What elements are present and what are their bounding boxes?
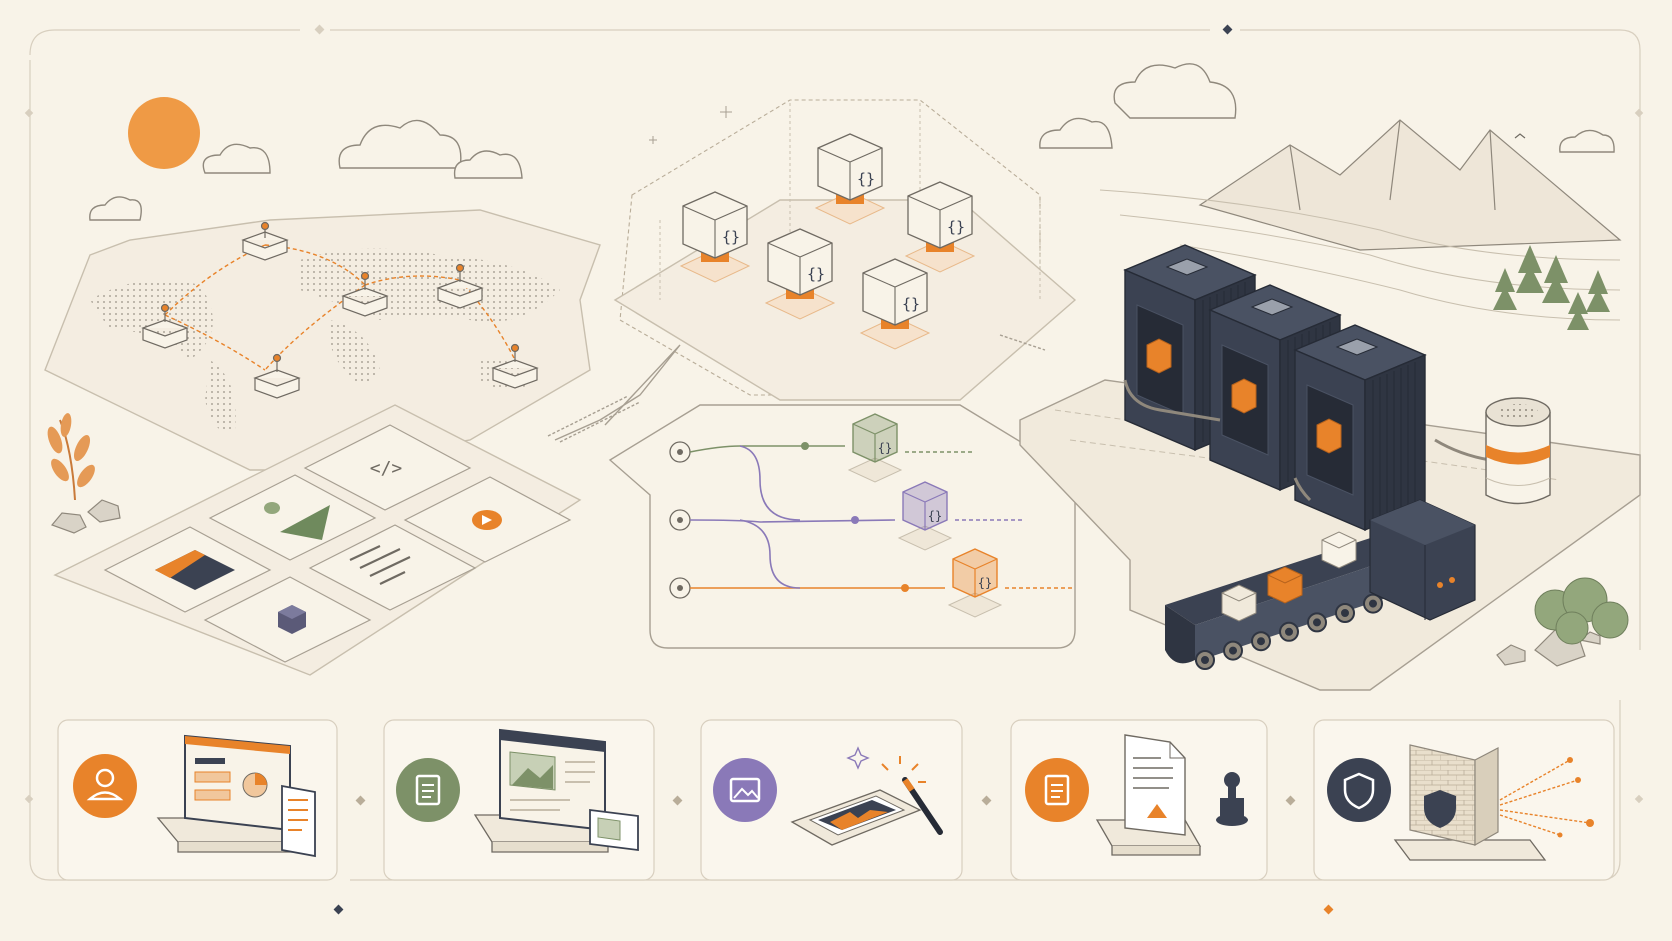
- brace-glyph: {}: [878, 441, 892, 455]
- bird-icons: [1404, 128, 1526, 139]
- brace-glyph: {}: [722, 228, 740, 246]
- feature-card-documents: [1010, 719, 1268, 881]
- brace-glyph: {}: [928, 509, 942, 523]
- conveyor-boxes: [1221, 531, 1357, 622]
- brace-glyph: {}: [807, 265, 825, 283]
- asset-tile-image: [103, 526, 272, 613]
- firewall-illustration: [1393, 744, 1594, 861]
- image-icon: [155, 550, 235, 590]
- function-cube: {}: [679, 191, 751, 283]
- shapes-icon: [264, 502, 330, 540]
- location-pins: [141, 221, 539, 399]
- asset-tile-shapes: [208, 474, 377, 561]
- function-cube: {}: [764, 228, 836, 320]
- asset-tile-document: [308, 524, 477, 611]
- workflow-lane: {}: [669, 481, 1025, 551]
- workflow-lane: {}: [669, 548, 1075, 618]
- brace-glyph: {}: [947, 218, 965, 236]
- mountains: [1198, 119, 1622, 251]
- asset-grid-panel: </>: [53, 404, 582, 676]
- feature-cards: [57, 719, 1615, 881]
- connector-cables: [547, 334, 1046, 443]
- workflow-lane: {}: [669, 413, 975, 483]
- server-rack: [1293, 324, 1427, 532]
- brace-glyph: {}: [978, 576, 992, 590]
- stamp-illustration: [1095, 734, 1248, 856]
- card-separators: [355, 795, 1296, 806]
- bush-icon: [1534, 577, 1629, 645]
- code-icon: </>: [370, 458, 403, 479]
- plant-icon: [47, 413, 95, 501]
- cube-icon: [278, 605, 306, 634]
- feature-card-security: [1313, 719, 1615, 881]
- image-wand-illustration: [790, 746, 943, 846]
- shield-icon: [1327, 758, 1391, 822]
- function-cubes: {} {} {} {} {}: [679, 133, 976, 350]
- pipes: [1123, 379, 1491, 502]
- image-icon: [713, 758, 777, 822]
- tree-icons: [1493, 245, 1610, 330]
- user-icon: [73, 754, 137, 818]
- world-map-panel: [44, 209, 601, 471]
- brace-glyph: {}: [857, 170, 875, 188]
- asset-tile-cube: [203, 576, 372, 663]
- function-cube: {}: [814, 133, 886, 225]
- brace-glyph: {}: [902, 295, 920, 313]
- database-icon: [1485, 397, 1551, 505]
- asset-tile-code: </>: [303, 424, 472, 511]
- feature-card-media: [700, 719, 963, 881]
- feature-card-profile: [57, 719, 338, 881]
- document-icon: [1025, 758, 1089, 822]
- play-icon: [472, 510, 502, 530]
- website-illustration: [473, 728, 639, 853]
- function-cube: {}: [859, 258, 931, 350]
- function-cube: {}: [904, 181, 976, 273]
- dashboard-illustration: [156, 734, 316, 858]
- sun-icon: [128, 97, 200, 169]
- document-icon: [349, 545, 411, 585]
- cloud-icons: [89, 63, 1615, 221]
- packaging-machine: [1369, 499, 1476, 621]
- server-racks: [1123, 244, 1427, 532]
- document-icon: [396, 758, 460, 822]
- workflow-lanes: {} {} {}: [669, 413, 1075, 618]
- feature-card-content: [383, 719, 655, 881]
- sparkle-icons: [649, 106, 732, 144]
- asset-tile-play: [403, 476, 572, 563]
